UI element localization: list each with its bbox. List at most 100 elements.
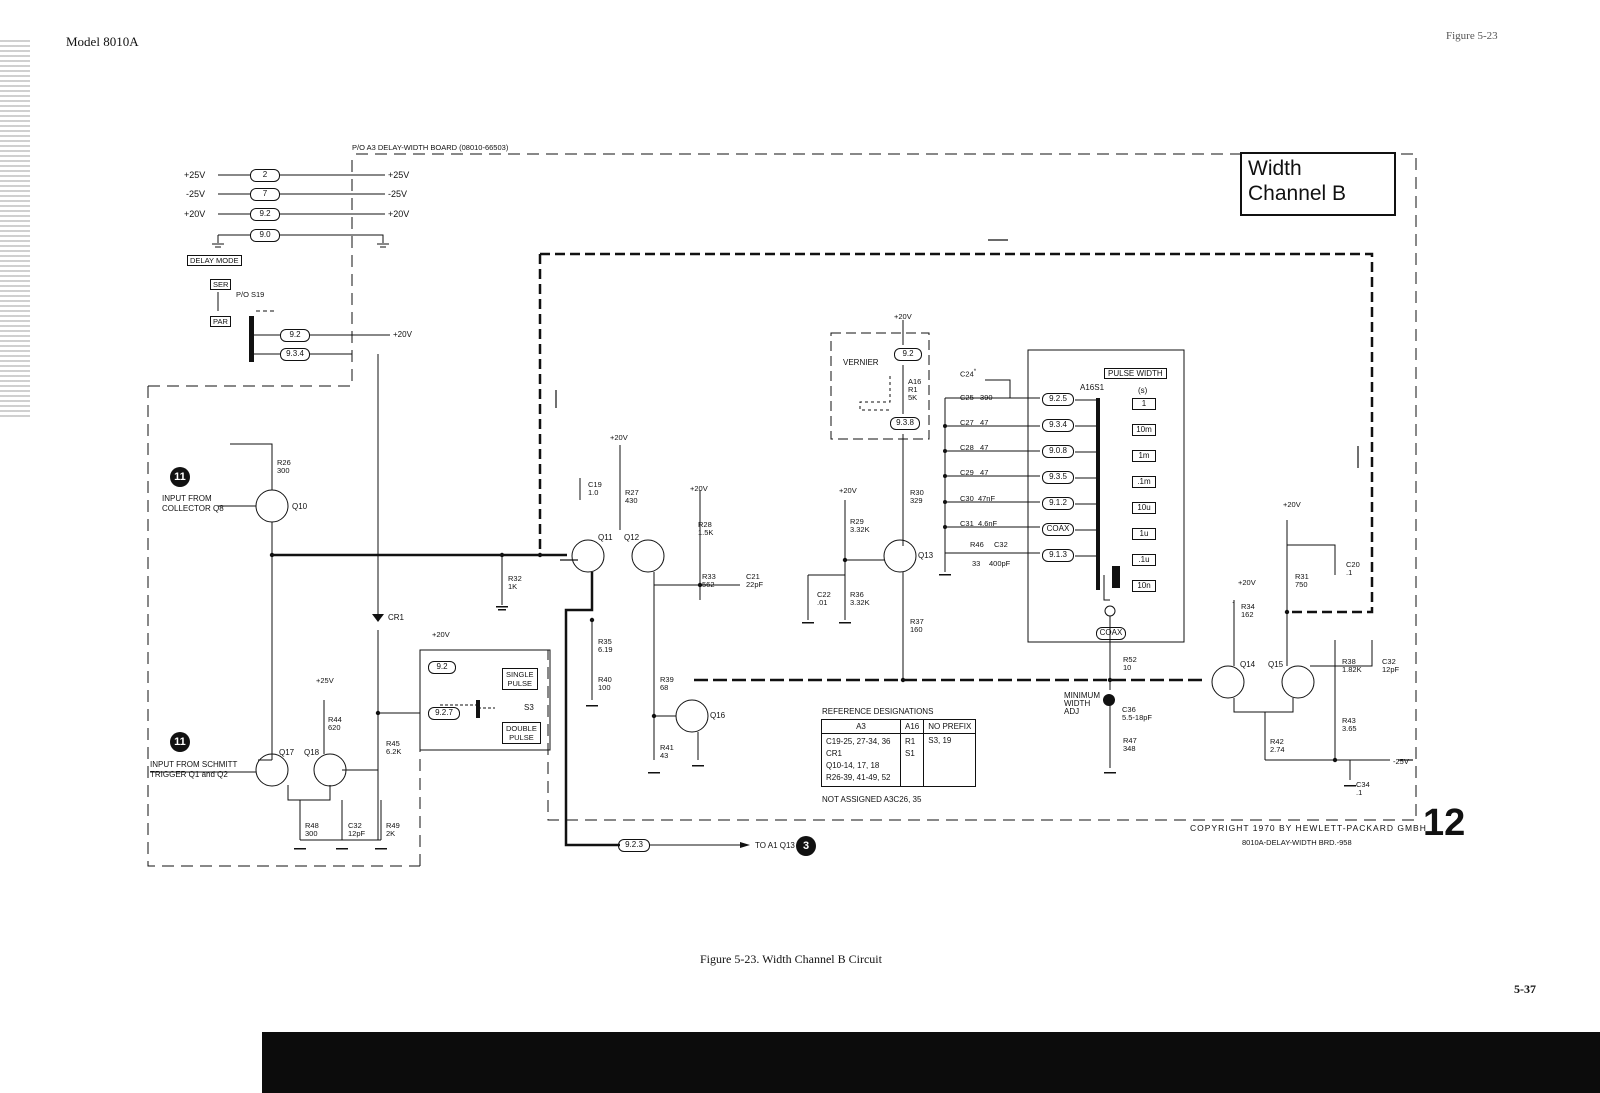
q11-label: Q11	[598, 533, 613, 542]
r41-value: 43	[660, 751, 669, 760]
c21-value: 22pF	[746, 580, 764, 589]
r47-value: 348	[1123, 744, 1136, 753]
c19-value: 1.0	[588, 488, 599, 497]
s3-pin-b: 9.2.7	[428, 707, 460, 720]
c27-value: 47	[980, 418, 989, 427]
adjust-screw-icon[interactable]	[1103, 694, 1115, 706]
q14-label: Q14	[1240, 660, 1256, 669]
c34-value: .1	[1356, 788, 1363, 797]
single-pulse-line-1: SINGLE	[506, 670, 534, 679]
copyright: COPYRIGHT 1970 BY HEWLETT-PACKARD GMBH	[1190, 823, 1427, 833]
board-code: 8010A-DELAY-WIDTH BRD.-958	[1242, 838, 1352, 847]
c20-label: C20.1	[1346, 560, 1360, 577]
scan-edge-artifact	[0, 40, 30, 420]
rail-left-3: +20V	[184, 209, 206, 219]
output-marker: 3	[796, 836, 816, 856]
c32-bank-value: 400pF	[989, 559, 1011, 568]
model-label: Model 8010A	[66, 34, 139, 49]
c22-value: .01	[817, 598, 828, 607]
coax-pin: COAX	[1096, 627, 1126, 640]
r48-value: 300	[305, 829, 318, 838]
q16-label: Q16	[710, 711, 726, 720]
c36-value: 5.5-18pF	[1122, 713, 1153, 722]
rail-right-2: -25V	[388, 189, 408, 199]
cap-c24: C24*	[960, 368, 976, 379]
supply-q18: +25V	[316, 676, 334, 685]
range-0-1u: .1u	[1132, 554, 1156, 566]
c29-name: C29	[960, 468, 974, 477]
r42-value: 2.74	[1270, 745, 1285, 754]
cap-c27: C27 47	[960, 418, 988, 427]
r46-value: 33	[972, 559, 981, 568]
output-dest: TO A1 Q13	[755, 841, 795, 850]
ref-a3-3: Q10-14, 17, 18	[826, 761, 880, 770]
c30-value: 47nF	[977, 494, 996, 503]
delay-mode-label: DELAY MODE	[187, 255, 242, 266]
min-width-line-3: ADJ	[1064, 707, 1080, 716]
r36-value: 3.32K	[850, 598, 870, 607]
rail-left-1: +25V	[184, 170, 206, 180]
ref-not-assigned: NOT ASSIGNED A3C26, 35	[822, 795, 922, 804]
ref-a16-1: R1	[905, 737, 916, 746]
c29-value: 47	[980, 468, 989, 477]
range-1m: 1m	[1132, 450, 1156, 462]
c24-name: C24	[960, 369, 974, 379]
input-schmitt-label: INPUT FROM SCHMITT TRIGGER Q1 and Q2	[150, 760, 237, 780]
board-label: P/O A3 DELAY-WIDTH BOARD (08010-66503)	[352, 143, 509, 152]
c31-name: C31	[960, 519, 974, 528]
cap-c25: C25 390	[960, 393, 993, 402]
ref-title: REFERENCE DESIGNATIONS	[822, 707, 934, 716]
s19-switch-bar	[249, 316, 254, 362]
supply-neg25: -25V	[1393, 757, 1409, 766]
cap-c31: C31 4.6nF	[960, 519, 997, 528]
c32-bank-label: C32	[994, 540, 1008, 549]
min-width-line-2: WIDTH	[1064, 699, 1091, 708]
cap-pin-1: 9.2.5	[1042, 393, 1074, 406]
vernier-pin-bottom: 9.3.8	[890, 417, 920, 430]
cap-pin-5: 9.1.2	[1042, 497, 1074, 510]
ref-a16-cell: R1 S1	[899, 733, 925, 787]
c32-value: 12pF	[348, 829, 366, 838]
range-1s: 1	[1132, 398, 1156, 410]
min-width-label: MINIMUM WIDTH ADJ	[1064, 692, 1100, 716]
c27-name: C27	[960, 418, 974, 427]
output-pin: 9.2.3	[618, 839, 650, 852]
c22-label: C22.01	[817, 590, 831, 607]
schematic-title-box: Width Channel B	[1240, 152, 1396, 216]
s3-supply: +20V	[432, 630, 450, 639]
input-collector-line-2: COLLECTOR Q8	[162, 504, 224, 513]
r34-value: 162	[1241, 610, 1254, 619]
pin-9-0: 9.0	[250, 229, 280, 242]
q18-label: Q18	[304, 748, 320, 757]
r37-value: 160	[910, 625, 923, 634]
vernier-label: VERNIER	[843, 358, 879, 367]
c24-mark: *	[973, 368, 977, 375]
rail-left-2: -25V	[186, 189, 206, 199]
ref-a3-cell: C19-25, 27-34, 36 CR1 Q10-14, 17, 18 R26…	[821, 733, 901, 787]
supply-q15: +20V	[1283, 500, 1301, 509]
s19-label: P/O S19	[236, 290, 265, 299]
r28-value: 1.5K	[698, 528, 714, 537]
q13-label: Q13	[918, 551, 934, 560]
scan-bottom-gap	[0, 1032, 262, 1093]
input-schmitt-line-1: INPUT FROM SCHMITT	[150, 760, 238, 769]
vernier-pin-top: 9.2	[894, 348, 922, 361]
min-width-line-1: MINIMUM	[1064, 691, 1100, 700]
r31-value: 750	[1295, 580, 1308, 589]
q17-label: Q17	[279, 748, 295, 757]
